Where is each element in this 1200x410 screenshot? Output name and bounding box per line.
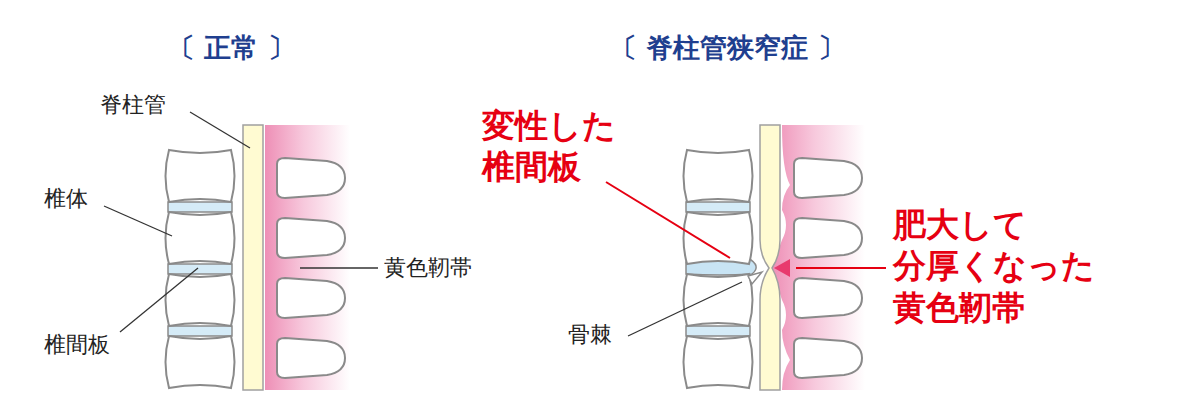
stenosis-spine bbox=[684, 125, 866, 390]
part-label: 椎間板 bbox=[44, 332, 110, 358]
part-label: 黄色靭帯 bbox=[384, 255, 472, 281]
panel-heading: 〔 正常 〕 bbox=[168, 32, 295, 64]
part-label: 骨棘 bbox=[568, 322, 612, 348]
red-leader-lines bbox=[606, 182, 886, 268]
callout-label: 肥大して 分厚くなった 黄色靭帯 bbox=[893, 204, 1095, 328]
part-label: 脊柱管 bbox=[100, 92, 166, 118]
part-label: 椎体 bbox=[44, 186, 88, 212]
leader-lines bbox=[104, 112, 742, 336]
normal-spine bbox=[166, 125, 351, 390]
panel-heading: 〔 脊柱管狭窄症 〕 bbox=[610, 32, 845, 64]
callout-label: 変性した 椎間板 bbox=[482, 105, 616, 188]
